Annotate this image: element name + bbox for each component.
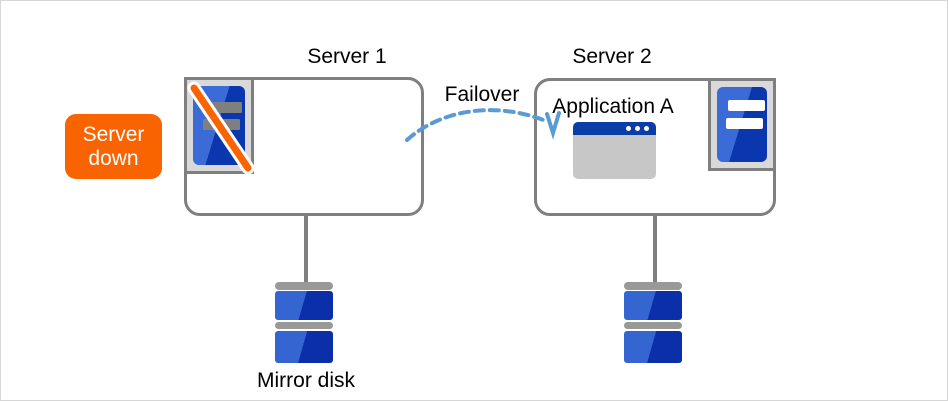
server1-mirror-disk-icon: [275, 282, 333, 363]
server-down-line2: down: [88, 146, 139, 170]
mirror-disk-label: Mirror disk: [257, 369, 355, 392]
server1-server-icon: [184, 77, 255, 175]
server-down-badge: Server down: [65, 114, 162, 179]
server2-title: Server 2: [572, 45, 652, 68]
application-label: Application A: [552, 95, 674, 118]
server2-server-icon: [708, 78, 776, 171]
server-down-slash-icon: [187, 81, 255, 175]
server2-disk-connector: [653, 216, 657, 283]
server1-disk-connector: [304, 216, 308, 283]
failover-arrow-icon: [405, 108, 561, 142]
server2-mirror-disk-icon: [624, 282, 682, 363]
server-chassis-icon: [717, 87, 767, 162]
failover-label: Failover: [444, 83, 520, 106]
server-down-line1: Server: [82, 122, 145, 146]
server1-title: Server 1: [307, 45, 387, 68]
app-window-icon: [573, 122, 656, 179]
app-window-titlebar: [573, 122, 656, 135]
